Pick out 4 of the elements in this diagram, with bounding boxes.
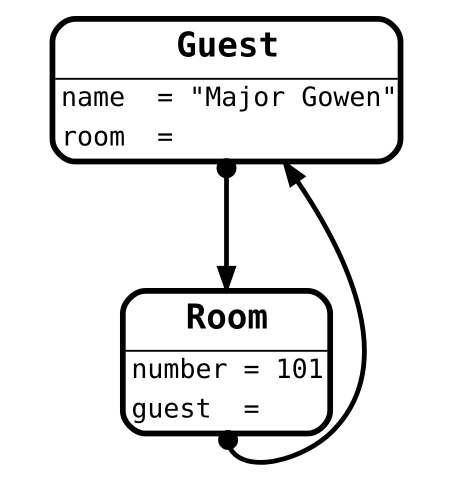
node-box: Guest name = "Major Gowen" room =: [50, 16, 404, 164]
arrow: [216, 158, 236, 294]
arrow: [218, 158, 367, 465]
node-box: Room number = 101 guest =: [120, 288, 334, 436]
